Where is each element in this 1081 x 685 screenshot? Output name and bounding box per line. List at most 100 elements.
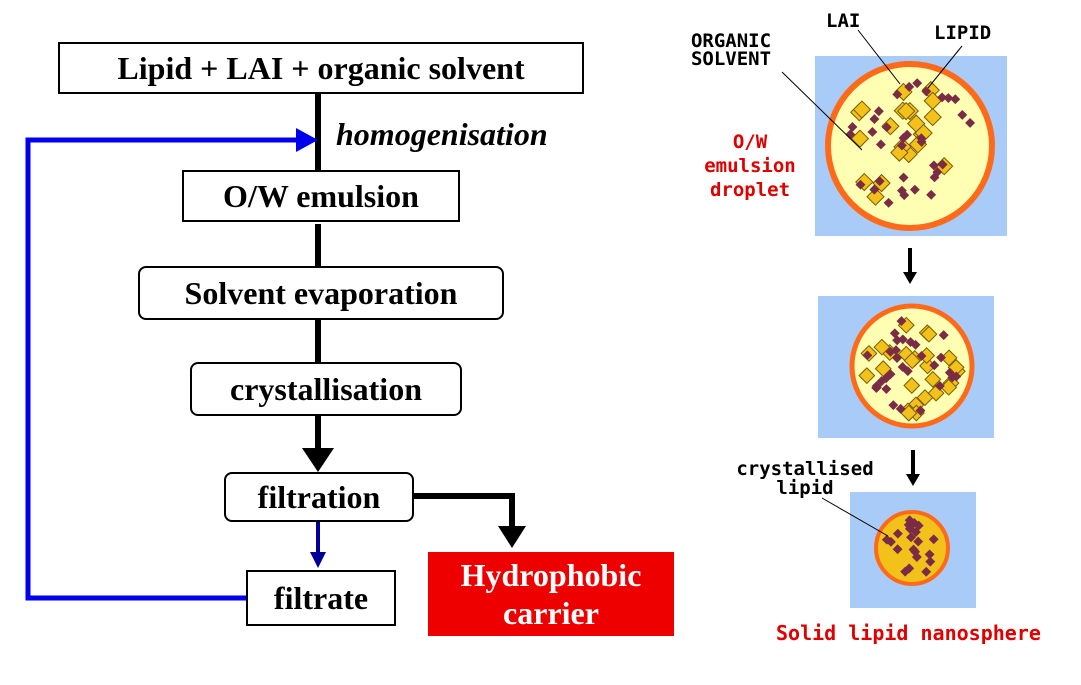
lai-particle [889, 328, 900, 339]
lai-particle [898, 172, 909, 183]
leader-crystallised-lipid [821, 497, 889, 537]
droplet-label-line-2: emulsion [704, 155, 796, 177]
crystallised-line-2: lipid [776, 477, 834, 499]
lai-particle [909, 184, 920, 195]
organic-label-line-2: SOLVENT [690, 48, 772, 70]
lai-particle [916, 136, 927, 147]
arrowhead-to-filtrate [310, 552, 326, 568]
lai-particle [847, 121, 858, 132]
lai-particle [899, 190, 910, 201]
crystallisation-box: crystallisation [190, 362, 462, 416]
lai-particle [896, 140, 907, 151]
recycle-loop [25, 137, 300, 601]
lipid-crystal [923, 107, 942, 127]
lai-particle [874, 176, 885, 187]
stage-arrow-1-head [903, 272, 917, 284]
lai-particle [934, 380, 945, 391]
lai-particle [871, 381, 882, 392]
lai-particle [873, 106, 884, 117]
leader-lipid [927, 45, 963, 89]
crystallised-line-1: crystallised [736, 458, 874, 480]
lai-particle [928, 160, 939, 171]
nanosphere-particles [881, 515, 939, 577]
lai-particle [892, 544, 903, 555]
lai-particle [906, 532, 916, 543]
lai-particle [916, 351, 927, 361]
lai-particle [924, 549, 935, 560]
lipid-crystal [920, 325, 938, 343]
lai-particle [913, 536, 924, 547]
lipid-crystal [940, 378, 958, 396]
nanosphere-caption: Solid lipid nanosphere [776, 621, 1041, 645]
lipid-crystal [940, 349, 958, 367]
arrowhead-to-filtration [302, 448, 334, 472]
lai-particle [888, 400, 899, 411]
lai-particle [951, 371, 962, 382]
lai-particle [913, 520, 924, 531]
lai-particle [911, 552, 922, 562]
connector-to-carrier [414, 493, 515, 530]
lai-particle [883, 197, 894, 208]
carrier-line-1: Hydrophobic [460, 557, 642, 593]
lipid-label: LIPID [934, 22, 992, 44]
crystallisation-box-label: crystallisation [230, 370, 422, 407]
lai-particle [881, 122, 892, 133]
organic-solvent-label: ORGANIC SOLVENT [676, 30, 786, 70]
lai-particle [932, 167, 943, 178]
lipid-crystal [903, 376, 921, 394]
lai-particle [896, 316, 907, 327]
lai-particle [915, 405, 926, 416]
lipid-crystal [919, 357, 937, 375]
lai-particle [885, 369, 896, 380]
lai-particle [904, 515, 915, 526]
lipid-crystal [896, 101, 916, 121]
carrier-line-2: carrier [503, 595, 599, 631]
lai-label: LAI [826, 10, 861, 32]
lai-particle [904, 563, 915, 574]
lai-particle [925, 556, 936, 567]
lai-particle [957, 109, 968, 120]
lai-particle [875, 139, 886, 150]
recycle-arrowhead [296, 128, 318, 152]
lai-particle [937, 159, 948, 170]
lai-particle [965, 117, 976, 128]
lai-particle [892, 89, 903, 100]
lai-particle [867, 126, 878, 137]
lai-particle [926, 189, 937, 200]
lai-particle [902, 366, 913, 377]
organic-label-line-1: ORGANIC [690, 30, 772, 52]
lai-particle [845, 129, 856, 140]
stage-arrow-2-head [906, 474, 920, 486]
filtrate-box-label: filtrate [273, 579, 369, 616]
start-box-label: Lipid + LAI + organic solvent [117, 49, 525, 86]
lipid-crystal [850, 129, 870, 148]
lai-particle [929, 360, 940, 371]
lai-particle [936, 352, 947, 363]
filtrate-box: filtrate [246, 570, 396, 626]
droplet-label: O/W emulsion droplet [690, 130, 810, 202]
lai-particle [855, 179, 866, 190]
filtration-box: filtration [224, 472, 414, 522]
lai-particle [938, 330, 949, 341]
lipid-crystal [866, 187, 885, 206]
filtration-box-label: filtration [257, 478, 381, 515]
lipid-crystal [903, 352, 921, 370]
lai-particle [904, 81, 915, 92]
lai-particle [902, 129, 913, 140]
lai-particle [950, 94, 961, 105]
start-box: Lipid + LAI + organic solvent [58, 42, 584, 94]
lai-particle [921, 86, 932, 97]
lipid-crystal [923, 91, 942, 111]
evaporation-box-label: Solvent evaporation [184, 274, 458, 311]
lai-particle [895, 403, 906, 414]
lai-particle [937, 92, 948, 103]
lai-particle [862, 350, 873, 361]
leader-lai [857, 29, 901, 85]
droplet-particles-1 [845, 78, 976, 208]
lai-particle [881, 384, 892, 394]
lai-particle [881, 534, 892, 545]
lai-particle [943, 93, 954, 103]
lai-particle [869, 184, 880, 195]
